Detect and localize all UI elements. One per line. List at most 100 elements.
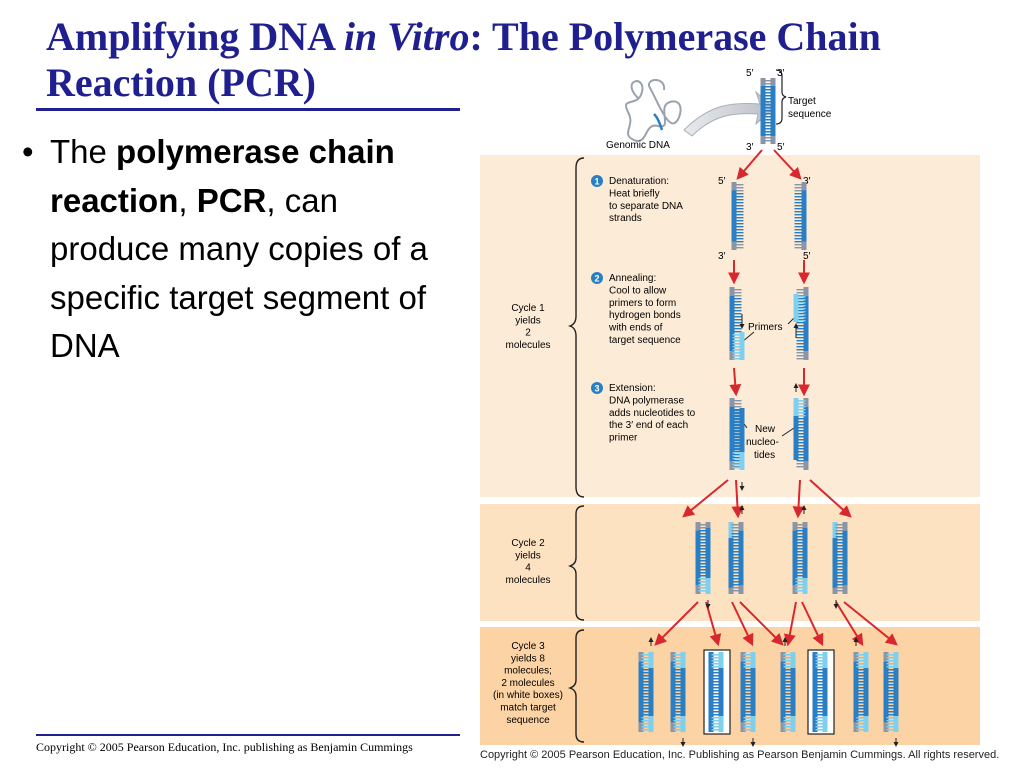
base-rung	[835, 587, 843, 589]
base-rung	[796, 322, 804, 324]
base-rung	[815, 687, 823, 689]
cycle-2-line: molecules	[505, 575, 550, 586]
strand-backbone	[695, 530, 701, 586]
base-rung	[641, 705, 649, 707]
bullet-text: The polymerase chain reaction, PCR, can …	[50, 128, 440, 371]
base-rung	[763, 116, 771, 118]
base-rung	[743, 669, 751, 671]
base-rung	[763, 119, 771, 121]
base-rung	[711, 678, 719, 680]
base-rung	[856, 693, 864, 695]
base-rung	[763, 92, 771, 94]
base-rung	[732, 343, 740, 345]
base-rung	[783, 684, 791, 686]
base-rung	[743, 684, 751, 686]
strand-backbone	[729, 295, 735, 352]
cycle-2-arrow-2	[731, 479, 744, 519]
base-rung	[641, 729, 649, 731]
base-rung	[673, 711, 681, 713]
base-rung	[856, 705, 864, 707]
base-rung	[743, 654, 751, 656]
step-2-circle	[591, 272, 603, 284]
base-rung	[711, 699, 719, 701]
end-label-5-left: 5′	[718, 176, 726, 187]
base-rung	[795, 566, 803, 568]
base-rung	[886, 729, 894, 731]
strand-backbone	[770, 136, 776, 144]
base-rung	[835, 539, 843, 541]
base-rung	[795, 569, 803, 571]
base-rung	[698, 539, 706, 541]
base-rung	[698, 566, 706, 568]
base-rung	[886, 726, 894, 728]
base-rung	[886, 663, 894, 665]
cycle-3-arrow-3	[731, 601, 754, 647]
base-rung	[815, 660, 823, 662]
base-rung	[795, 536, 803, 538]
cycle-3-brace	[567, 629, 585, 743]
base-rung	[798, 409, 806, 411]
cycle-3-line: (in white boxes)	[493, 690, 563, 701]
cycle-3-arrow-5	[783, 601, 797, 647]
strand-backbone	[792, 585, 798, 594]
bullet-text-1: The	[50, 133, 117, 170]
base-rung	[736, 187, 744, 189]
base-rung	[732, 467, 740, 469]
base-rung	[835, 530, 843, 532]
cycle-2-molecule-3-right-strand	[795, 522, 808, 594]
strand-backbone	[731, 241, 737, 250]
base-rung	[886, 666, 894, 668]
base-rung	[796, 352, 804, 354]
primers-label: Primers	[748, 322, 782, 333]
base-rung	[798, 448, 806, 450]
strand-backbone	[740, 722, 746, 732]
base-rung	[698, 557, 706, 559]
base-rung	[711, 672, 719, 674]
base-rung	[732, 464, 740, 466]
step-1-badge: 1	[591, 175, 603, 187]
base-rung	[796, 355, 804, 357]
step-2-number: 2	[594, 274, 599, 284]
base-rung	[736, 199, 744, 201]
strand-backbone	[803, 406, 809, 462]
base-rung	[794, 247, 802, 249]
base-rung	[795, 587, 803, 589]
base-rung	[798, 308, 806, 310]
base-rung	[736, 205, 744, 207]
base-rung	[798, 439, 806, 441]
strand-backbone	[893, 652, 899, 668]
strand-backbone	[793, 294, 799, 322]
base-rung	[798, 415, 806, 417]
base-rung	[698, 560, 706, 562]
base-rung	[794, 211, 802, 213]
base-rung	[736, 190, 744, 192]
base-rung	[815, 678, 823, 680]
base-rung	[732, 440, 740, 442]
base-rung	[886, 654, 894, 656]
strand-backbone	[728, 522, 734, 538]
base-rung	[731, 542, 739, 544]
base-rung	[711, 705, 719, 707]
base-rung	[734, 328, 742, 330]
base-rung	[783, 657, 791, 659]
base-rung	[795, 524, 803, 526]
strand-backbone	[883, 722, 889, 732]
strand-backbone	[803, 461, 809, 470]
base-rung	[673, 657, 681, 659]
base-rung	[763, 110, 771, 112]
base-rung	[734, 409, 742, 411]
strand-backbone	[802, 522, 808, 528]
base-rung	[731, 575, 739, 577]
base-rung	[731, 584, 739, 586]
base-rung	[886, 681, 894, 683]
base-rung	[732, 452, 740, 454]
step-1-line: strands	[609, 213, 642, 224]
cycle-3-molecule-6-right-strand	[815, 652, 828, 732]
base-rung	[856, 696, 864, 698]
base-rung	[641, 657, 649, 659]
base-rung	[736, 202, 744, 204]
pcr-diagram: Target sequence Genomic DNA 5′ 3′ 3′ 5′ …	[480, 68, 980, 747]
base-rung	[698, 587, 706, 589]
strand-backbone	[893, 716, 899, 732]
